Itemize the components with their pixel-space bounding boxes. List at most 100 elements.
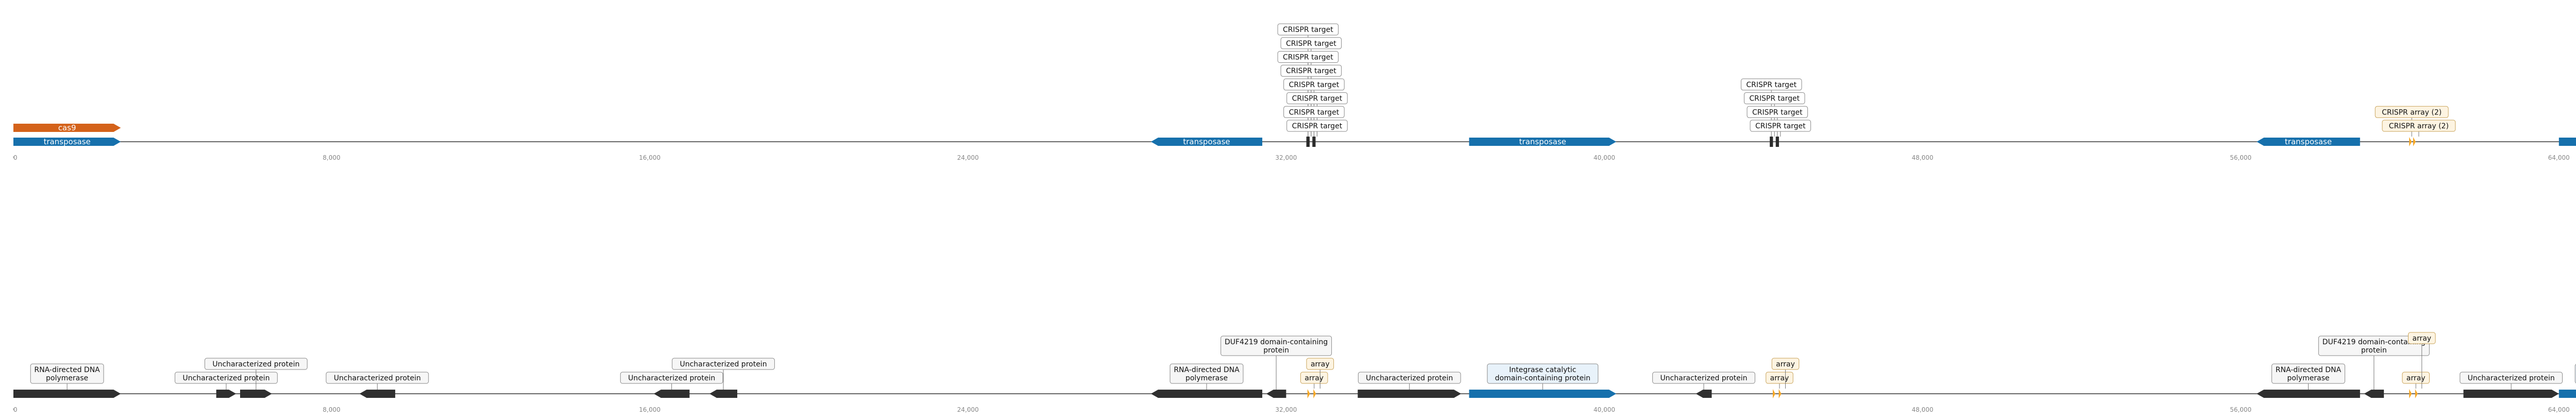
crispr-target-callout-box	[1750, 120, 1811, 132]
array-callout-box	[2402, 372, 2430, 384]
gene-callout-label: protein	[1263, 346, 1289, 355]
gene-feature	[653, 390, 690, 398]
gene-callout-box	[2318, 336, 2430, 356]
crispr-target-callout-label: CRISPR target	[1289, 108, 1340, 116]
crispr-target-callout-box	[1286, 120, 1348, 132]
array-callout-label: array	[1311, 360, 1330, 368]
gene-feature	[709, 390, 738, 398]
gene-callout-box	[2271, 363, 2345, 384]
axis-tick-label: 16,000	[639, 154, 660, 161]
crispr-target-callout-label: CRISPR target	[1283, 54, 1333, 62]
gene-feature	[2257, 390, 2360, 398]
gene-callout-label: Uncharacterized protein	[680, 360, 767, 368]
crispr-target-callout-box	[1280, 64, 1342, 77]
gene-feature	[1150, 390, 1263, 398]
gene-callout-box	[1170, 363, 1244, 384]
gene-callout-label: DUF4219 domain-containing	[2323, 338, 2426, 346]
crispr-target-callout-label: CRISPR target	[1752, 108, 1803, 116]
gene-feature	[240, 390, 272, 398]
crispr-target-callout-label: CRISPR target	[1755, 122, 1806, 130]
gene-feature	[1469, 390, 1617, 398]
axis-tick-label: 64,000	[2548, 154, 2570, 161]
crispr-target-mark	[1775, 137, 1779, 147]
array-callout-box	[1300, 372, 1328, 384]
axis-tick-label: 56,000	[2230, 406, 2251, 413]
crispr-target-callout-box	[1743, 92, 1805, 105]
gene-callout-label: protein	[2361, 346, 2387, 355]
transposase-feature	[2257, 138, 2360, 146]
crispr-target-callout-label: CRISPR target	[1292, 122, 1343, 130]
array-mark	[1313, 389, 1316, 398]
gene-callout-label: Integrase catalytic	[1509, 366, 1576, 374]
array-callout-label: array	[2406, 374, 2426, 382]
array-mark	[1772, 389, 1775, 398]
crispr-array-mark	[2413, 137, 2416, 146]
gene-feature	[216, 390, 236, 398]
gene-callout-box	[672, 358, 775, 370]
gene-callout-box	[2460, 372, 2563, 384]
gene-callout-box	[620, 372, 723, 384]
gene-callout-label: Uncharacterized protein	[1660, 374, 1747, 382]
crispr-target-callout-label: CRISPR target	[1749, 95, 1800, 103]
gene-callout-box	[30, 363, 104, 384]
array-mark	[1778, 389, 1782, 398]
gene-callout-label: Uncharacterized protein	[334, 374, 421, 382]
crispr-target-callout-box	[1277, 23, 1339, 36]
cas9-feature-label: cas9	[58, 123, 76, 132]
gene-callout-label: Uncharacterized protein	[182, 374, 269, 382]
transposase-feature-label: transposase	[2285, 137, 2332, 146]
gene-callout-label: RNA-directed DNA	[35, 366, 100, 374]
axis-tick-label: 24,000	[957, 154, 979, 161]
array-callout-box	[1766, 372, 1793, 384]
crispr-target-callout-box	[1286, 92, 1348, 105]
transposase-feature	[13, 138, 121, 146]
crispr-target-callout-box	[1740, 78, 1802, 91]
crispr-array-callout-box	[2375, 106, 2449, 118]
gene-callout-box	[1487, 363, 1599, 384]
crispr-target-mark	[1770, 137, 1773, 147]
gene-feature	[2463, 390, 2559, 398]
crispr-target-callout-label: CRISPR target	[1746, 81, 1797, 89]
gene-callout-box	[326, 372, 429, 384]
array-mark	[1307, 389, 1310, 398]
transposase-feature-label: transposase	[1519, 137, 1566, 146]
gene-feature	[1266, 390, 1286, 398]
axis-tick-label: 64,000	[2548, 406, 2570, 413]
axis-tick-label: 8,000	[323, 406, 340, 413]
cas9-feature	[13, 124, 121, 132]
array-callout-box	[1306, 358, 1334, 370]
crispr-array-callout-label: CRISPR array (2)	[2382, 108, 2442, 116]
crispr-target-callout-box	[1277, 51, 1339, 63]
crispr-target-mark	[1306, 137, 1310, 147]
axis-tick-label: 40,000	[1594, 406, 1615, 413]
crispr-target-callout-box	[1283, 106, 1345, 118]
array-callout-label: array	[1304, 374, 1324, 382]
crispr-array-callout-box	[2382, 120, 2456, 132]
transposase-feature-label: transposase	[1183, 137, 1230, 146]
crispr-array-mark	[2409, 137, 2412, 146]
gene-feature	[2364, 390, 2384, 398]
gene-feature	[1358, 390, 1462, 398]
gene-callout-box	[175, 372, 278, 384]
gene-callout-label: Uncharacterized protein	[1366, 374, 1453, 382]
axis-tick-label: 40,000	[1594, 154, 1615, 161]
array-callout-label: array	[1776, 360, 1795, 368]
gene-callout-label: RNA-directed DNA	[2276, 366, 2342, 374]
axis-tick-label: 8,000	[323, 154, 340, 161]
gene-callout-label: polymerase	[2287, 374, 2329, 382]
crispr-target-callout-label: CRISPR target	[1289, 81, 1340, 89]
crispr-target-mark	[1312, 137, 1316, 147]
crispr-target-callout-label: CRISPR target	[1286, 67, 1336, 75]
axis-tick-label: 32,000	[1275, 406, 1297, 413]
axis-tick-label: 48,000	[1912, 154, 1934, 161]
array-mark	[2409, 389, 2412, 398]
crispr-array-callout-label: CRISPR array (2)	[2389, 122, 2449, 130]
gene-callout-label: Uncharacterized protein	[2468, 374, 2555, 382]
gene-feature	[2558, 390, 2576, 398]
transposase-feature	[2558, 138, 2576, 146]
crispr-target-callout-label: CRISPR target	[1286, 40, 1336, 48]
array-mark	[2415, 389, 2418, 398]
